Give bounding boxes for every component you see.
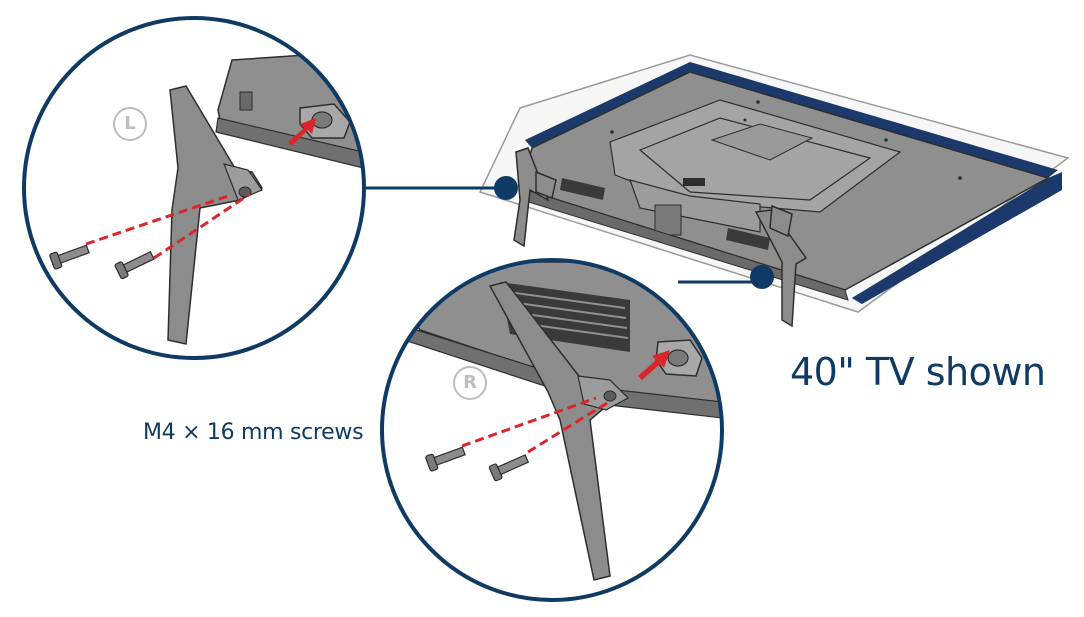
stand-leg-icon [488, 281, 628, 581]
arrow-icon [288, 118, 316, 146]
screw-icon [425, 446, 466, 472]
right-stand-detail [380, 258, 724, 602]
screw-spec-caption: M4 × 16 mm screws [143, 420, 364, 445]
stand-leg-icon [513, 147, 557, 248]
screw-icon [488, 454, 530, 482]
stand-leg-icon [167, 85, 264, 345]
left-stand-detail [22, 16, 366, 360]
arrow-icon [638, 350, 670, 380]
tv-icon [478, 54, 1070, 313]
left-marker-badge: L [113, 107, 147, 141]
right-marker-badge: R [453, 366, 487, 400]
stand-leg-icon [754, 204, 808, 328]
screw-icon [49, 244, 90, 270]
tv-size-caption: 40" TV shown [790, 350, 1046, 394]
screw-icon [114, 250, 155, 280]
